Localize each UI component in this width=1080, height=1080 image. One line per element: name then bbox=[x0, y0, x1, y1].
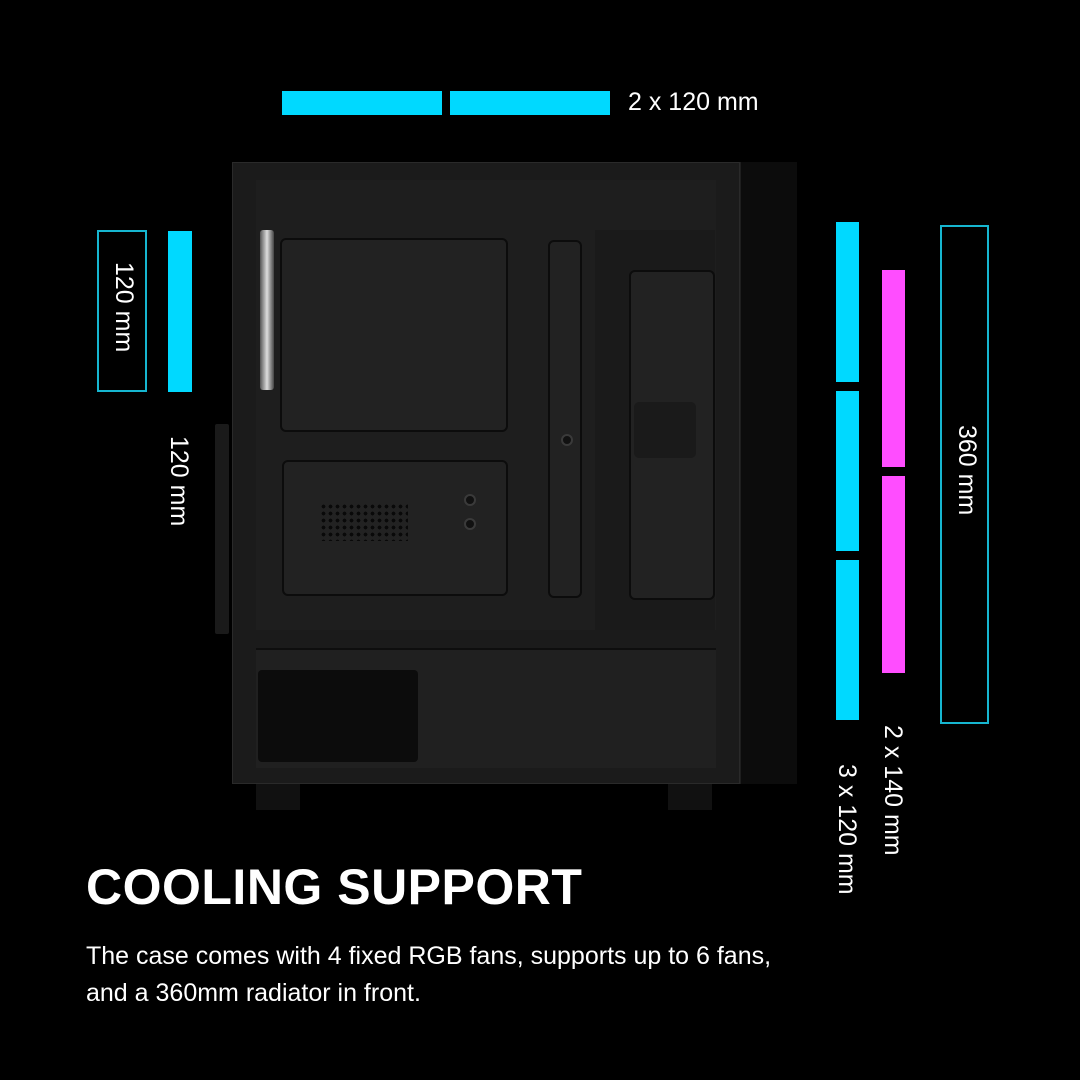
radiator-outline-box: 360 mm bbox=[940, 225, 989, 724]
cable-bar bbox=[548, 240, 582, 598]
screw-1 bbox=[464, 494, 476, 506]
front-140-fans-label: 2 x 140 mm bbox=[879, 725, 907, 856]
vent-grille bbox=[320, 503, 408, 541]
top-fans-label: 2 x 120 mm bbox=[628, 88, 759, 116]
screw-2 bbox=[464, 518, 476, 530]
front-120-fan-bar-2 bbox=[836, 391, 859, 551]
motherboard-cutout bbox=[280, 238, 508, 432]
rear-fan-outline-box: 120 mm bbox=[97, 230, 147, 392]
top-fan-bar-1 bbox=[282, 91, 442, 115]
rear-fan-blade bbox=[260, 230, 274, 390]
drive-slot bbox=[634, 402, 696, 458]
case-foot-right bbox=[668, 784, 712, 810]
front-140-fan-bar-2 bbox=[882, 476, 905, 673]
front-panel bbox=[740, 162, 797, 784]
front-140-fan-bar-1 bbox=[882, 270, 905, 467]
psu-window bbox=[258, 670, 418, 762]
rear-fan-bar bbox=[168, 231, 192, 392]
rear-fan-label: 120 mm bbox=[165, 436, 193, 527]
top-fan-bar-2 bbox=[450, 91, 610, 115]
front-120-fan-bar-3 bbox=[836, 560, 859, 720]
radiator-label: 360 mm bbox=[953, 425, 981, 516]
front-120-fans-label: 3 x 120 mm bbox=[833, 764, 861, 895]
rear-fan-box-label: 120 mm bbox=[110, 262, 138, 353]
front-120-fan-bar-1 bbox=[836, 222, 859, 382]
description-line-1: The case comes with 4 fixed RGB fans, su… bbox=[86, 942, 772, 970]
case-foot-left bbox=[256, 784, 300, 810]
side-io-strip bbox=[215, 424, 229, 634]
screw-3 bbox=[561, 434, 573, 446]
description-line-2: and a 360mm radiator in front. bbox=[86, 979, 421, 1007]
page-title: COOLING SUPPORT bbox=[86, 859, 583, 915]
